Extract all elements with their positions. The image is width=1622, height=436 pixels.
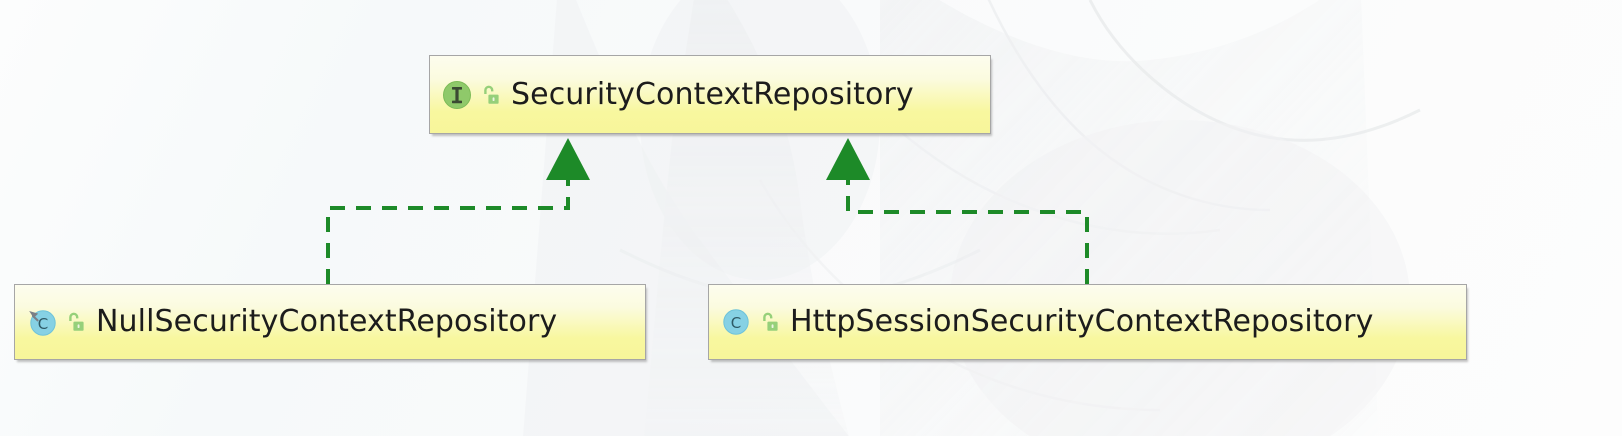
open-padlock-icon: [760, 311, 779, 333]
class-badge-icon: C: [721, 307, 751, 337]
open-padlock-icon: [481, 84, 500, 106]
uml-node-label: NullSecurityContextRepository: [96, 304, 558, 339]
svg-text:C: C: [731, 314, 741, 332]
uml-node-security-context-repository[interactable]: SecurityContextRepository: [429, 55, 991, 134]
uml-node-label: HttpSessionSecurityContextRepository: [790, 304, 1374, 339]
relation-null-realizes-interface: [326, 138, 590, 284]
uml-node-null-security-context-repository[interactable]: C NullSecurityContextRepository: [14, 284, 646, 360]
uml-node-label: SecurityContextRepository: [511, 76, 914, 112]
uml-node-http-session-security-context-repository[interactable]: C HttpSessionSecurityContextRepository: [708, 284, 1467, 360]
interface-badge-icon: [442, 80, 472, 110]
relation-httpsession-realizes-interface: [826, 138, 1089, 284]
final-marker: [29, 311, 39, 322]
open-padlock-icon: [66, 311, 85, 333]
svg-text:C: C: [38, 315, 48, 333]
final-class-badge-icon: C: [27, 307, 57, 337]
